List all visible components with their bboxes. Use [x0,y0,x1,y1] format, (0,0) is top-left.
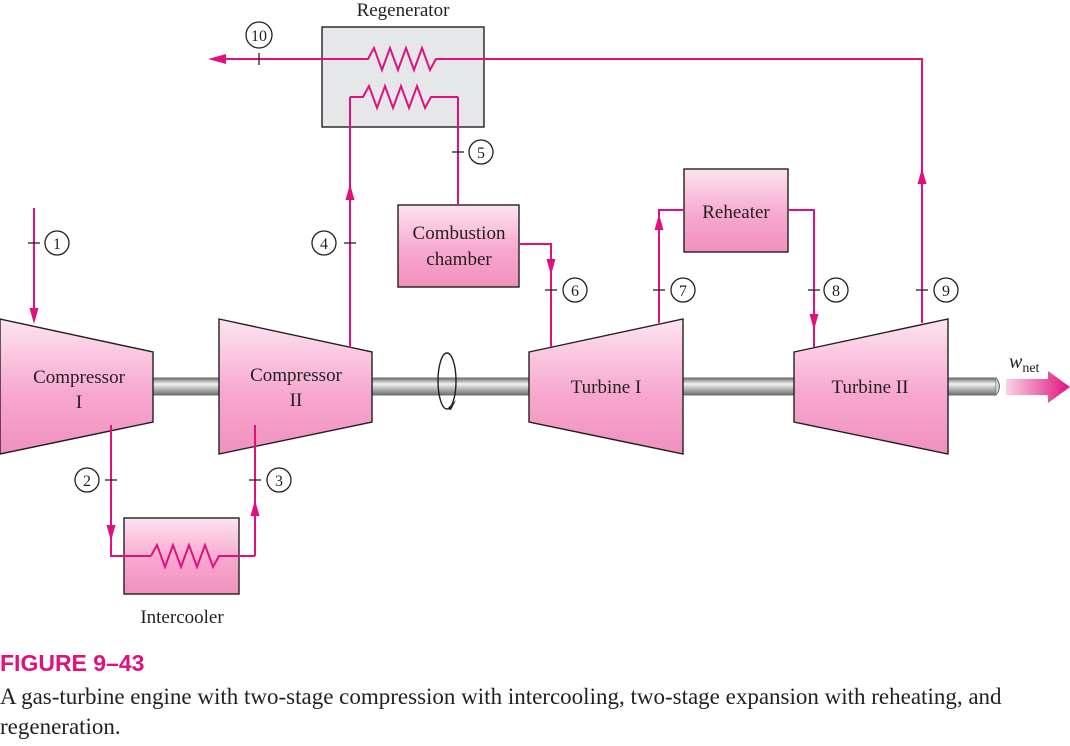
svg-text:1: 1 [53,236,61,253]
svg-text:4: 4 [320,236,328,253]
net-work-label: wnet [1009,351,1040,376]
compressor-1-label-numeral: I [76,392,82,413]
state-4: 4 [311,230,356,256]
combustion-chamber-label-2: chamber [426,249,492,270]
svg-text:9: 9 [942,283,950,300]
figure-number: FIGURE 9–43 [0,650,145,676]
flow-arrow-8 [809,314,819,330]
flow-arrow-1 [29,308,39,324]
svg-text:7: 7 [679,283,687,300]
flow-arrow-6 [546,259,556,275]
state-5: 5 [452,139,494,165]
compressor-2-label-numeral: II [290,390,303,411]
flow-line-6 [519,243,552,347]
combustion-chamber [397,204,520,288]
state-3: 3 [249,467,292,493]
combustion-chamber-label: Combustion [413,223,506,244]
compressor-1 [0,318,154,455]
flow-line-2 [110,425,151,557]
turbine-2 [793,318,949,455]
rotation-arrow-icon [437,352,457,410]
compressor-2-label: Compressor [250,365,343,386]
svg-text:10: 10 [251,28,267,45]
regenerator [321,26,485,128]
flow-line-7 [658,209,684,323]
flow-line-8 [788,209,815,347]
regenerator-hot-coil [355,45,448,73]
figure-caption: A gas-turbine engine with two-stage comp… [0,684,1002,739]
svg-text:2: 2 [83,473,91,490]
flow-arrow-10 [208,54,226,64]
svg-text:3: 3 [275,473,283,490]
compressor-2 [218,318,373,455]
gas-turbine-diagram: Compressor I Compressor II Turbine I Tur… [0,0,1070,628]
reheater-label: Reheater [702,202,770,223]
svg-text:6: 6 [571,283,579,300]
state-8: 8 [808,277,849,303]
flow-line-9 [448,58,923,323]
svg-text:5: 5 [477,145,485,162]
compressor-1-label: Compressor [33,367,126,388]
flow-arrow-3 [250,500,260,516]
intercooler-label: Intercooler [140,607,224,628]
turbine-1-label: Turbine I [571,377,642,398]
flow-arrow-4 [345,184,355,200]
net-work-arrow [1006,371,1070,403]
turbine-2-label: Turbine II [832,377,909,398]
flow-arrow-7 [654,214,664,230]
state-2: 2 [74,467,117,493]
state-10: 10 [245,21,273,65]
svg-text:8: 8 [832,283,840,300]
turbine-1 [528,318,684,455]
reheater [683,168,789,253]
state-9: 9 [916,277,959,303]
regenerator-label: Regenerator [357,0,451,21]
intercooler-coil [150,542,255,570]
regenerator-cold-coil [350,83,458,111]
flow-arrow-9 [917,168,927,184]
state-1: 1 [28,230,70,256]
state-6: 6 [545,277,588,303]
flow-arrow-2 [106,525,116,541]
state-7: 7 [653,277,696,303]
